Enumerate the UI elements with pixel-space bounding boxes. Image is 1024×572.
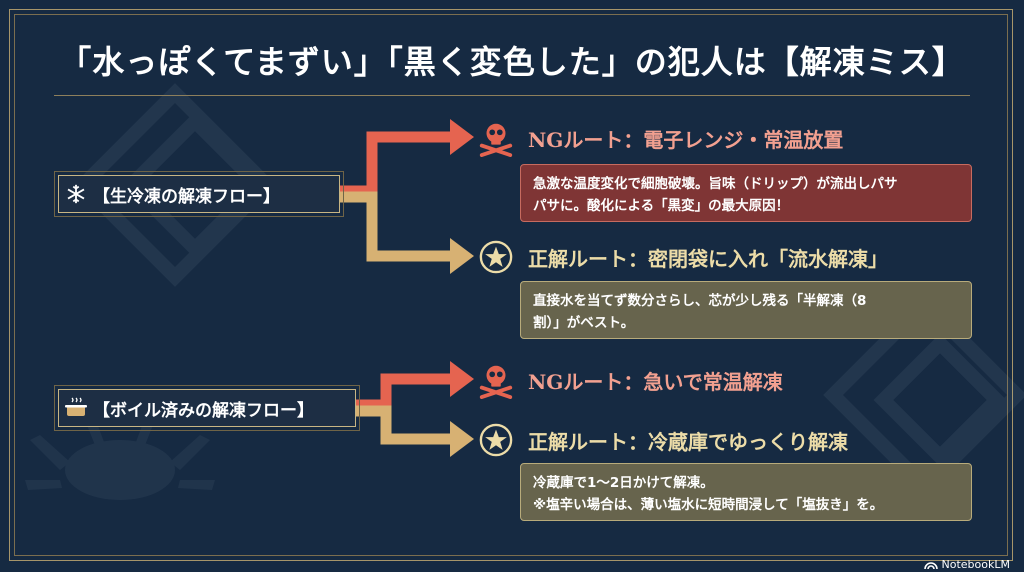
cooking-pot-icon	[59, 396, 93, 420]
flow2-ok-desc: 冷蔵庫で1〜2日かけて解凍。 ※塩辛い場合は、薄い塩水に短時間浸して「塩抜き」を…	[520, 463, 972, 521]
flow2-label: 【ボイル済みの解凍フロー】	[93, 400, 314, 421]
title-divider	[54, 95, 970, 96]
star-icon	[476, 237, 516, 277]
flow2-ok-route: 正解ルート：冷蔵庫でゆっくり解凍	[476, 420, 848, 460]
flow2-ng-route: NGルート：急いで常温解凍	[476, 360, 783, 400]
flow1-ok-route: 正解ルート：密閉袋に入れ「流水解凍」	[476, 237, 888, 277]
flow2-ok-desc-line2: ※塩辛い場合は、薄い塩水に短時間浸して「塩抜き」を。	[533, 497, 884, 513]
skull-crossbones-icon	[476, 360, 516, 400]
flow1-ng-route: NGルート：電子レンジ・常温放置	[476, 118, 843, 158]
flow1-label: 【生冷凍の解凍フロー】	[93, 186, 280, 207]
flow1-ok-arrow	[340, 191, 474, 274]
flow2-ok-desc-line1: 冷蔵庫で1〜2日かけて解凍。	[533, 475, 714, 491]
flow2-ng-route-label: NGルート：急いで常温解凍	[528, 369, 783, 394]
flow1-ng-desc-line1: 急激な温度変化で細胞破壊。旨味（ドリップ）が流出しパサ	[533, 176, 898, 192]
notebooklm-badge: NotebookLM	[923, 558, 1010, 571]
page-title: 「水っぽくてまずい」「黒く変色した」の犯人は【解凍ミス】	[59, 43, 965, 81]
notebooklm-logo-icon	[923, 561, 938, 569]
star-icon	[476, 420, 516, 460]
flow1-ng-desc-line2: パサに。酸化による「黒変」の最大原因！	[533, 198, 790, 214]
flow1-ng-desc: 急激な温度変化で細胞破壊。旨味（ドリップ）が流出しパサ パサに。酸化による「黒変…	[520, 164, 972, 222]
inner-frame	[14, 14, 1008, 556]
outer-frame	[9, 9, 1013, 561]
flow1-ok-desc-line2: 割）」がベスト。	[533, 315, 635, 331]
flow1-ng-route-label: NGルート：電子レンジ・常温放置	[528, 127, 844, 152]
snowflake-icon	[59, 183, 93, 205]
crab-silhouette-icon	[25, 418, 215, 500]
flow1-start-box: 【生冷凍の解凍フロー】	[54, 171, 344, 217]
flow1-ok-desc-line1: 直接水を当てず数分さらし、芯が少し残る「半解凍（8	[533, 293, 867, 309]
flow1-ok-desc: 直接水を当てず数分さらし、芯が少し残る「半解凍（8 割）」がベスト。	[520, 281, 972, 339]
flow1-ok-route-label: 正解ルート：密閉袋に入れ「流水解凍」	[528, 246, 888, 271]
flow1-ng-arrow	[340, 119, 474, 197]
notebooklm-badge-label: NotebookLM	[941, 558, 1010, 571]
skull-crossbones-icon	[476, 118, 516, 158]
flow2-start-box: 【ボイル済みの解凍フロー】	[54, 385, 360, 431]
flow2-ok-arrow	[356, 405, 474, 457]
flow2-ng-arrow	[356, 361, 474, 411]
flow2-ok-route-label: 正解ルート：冷蔵庫でゆっくり解凍	[528, 429, 848, 454]
